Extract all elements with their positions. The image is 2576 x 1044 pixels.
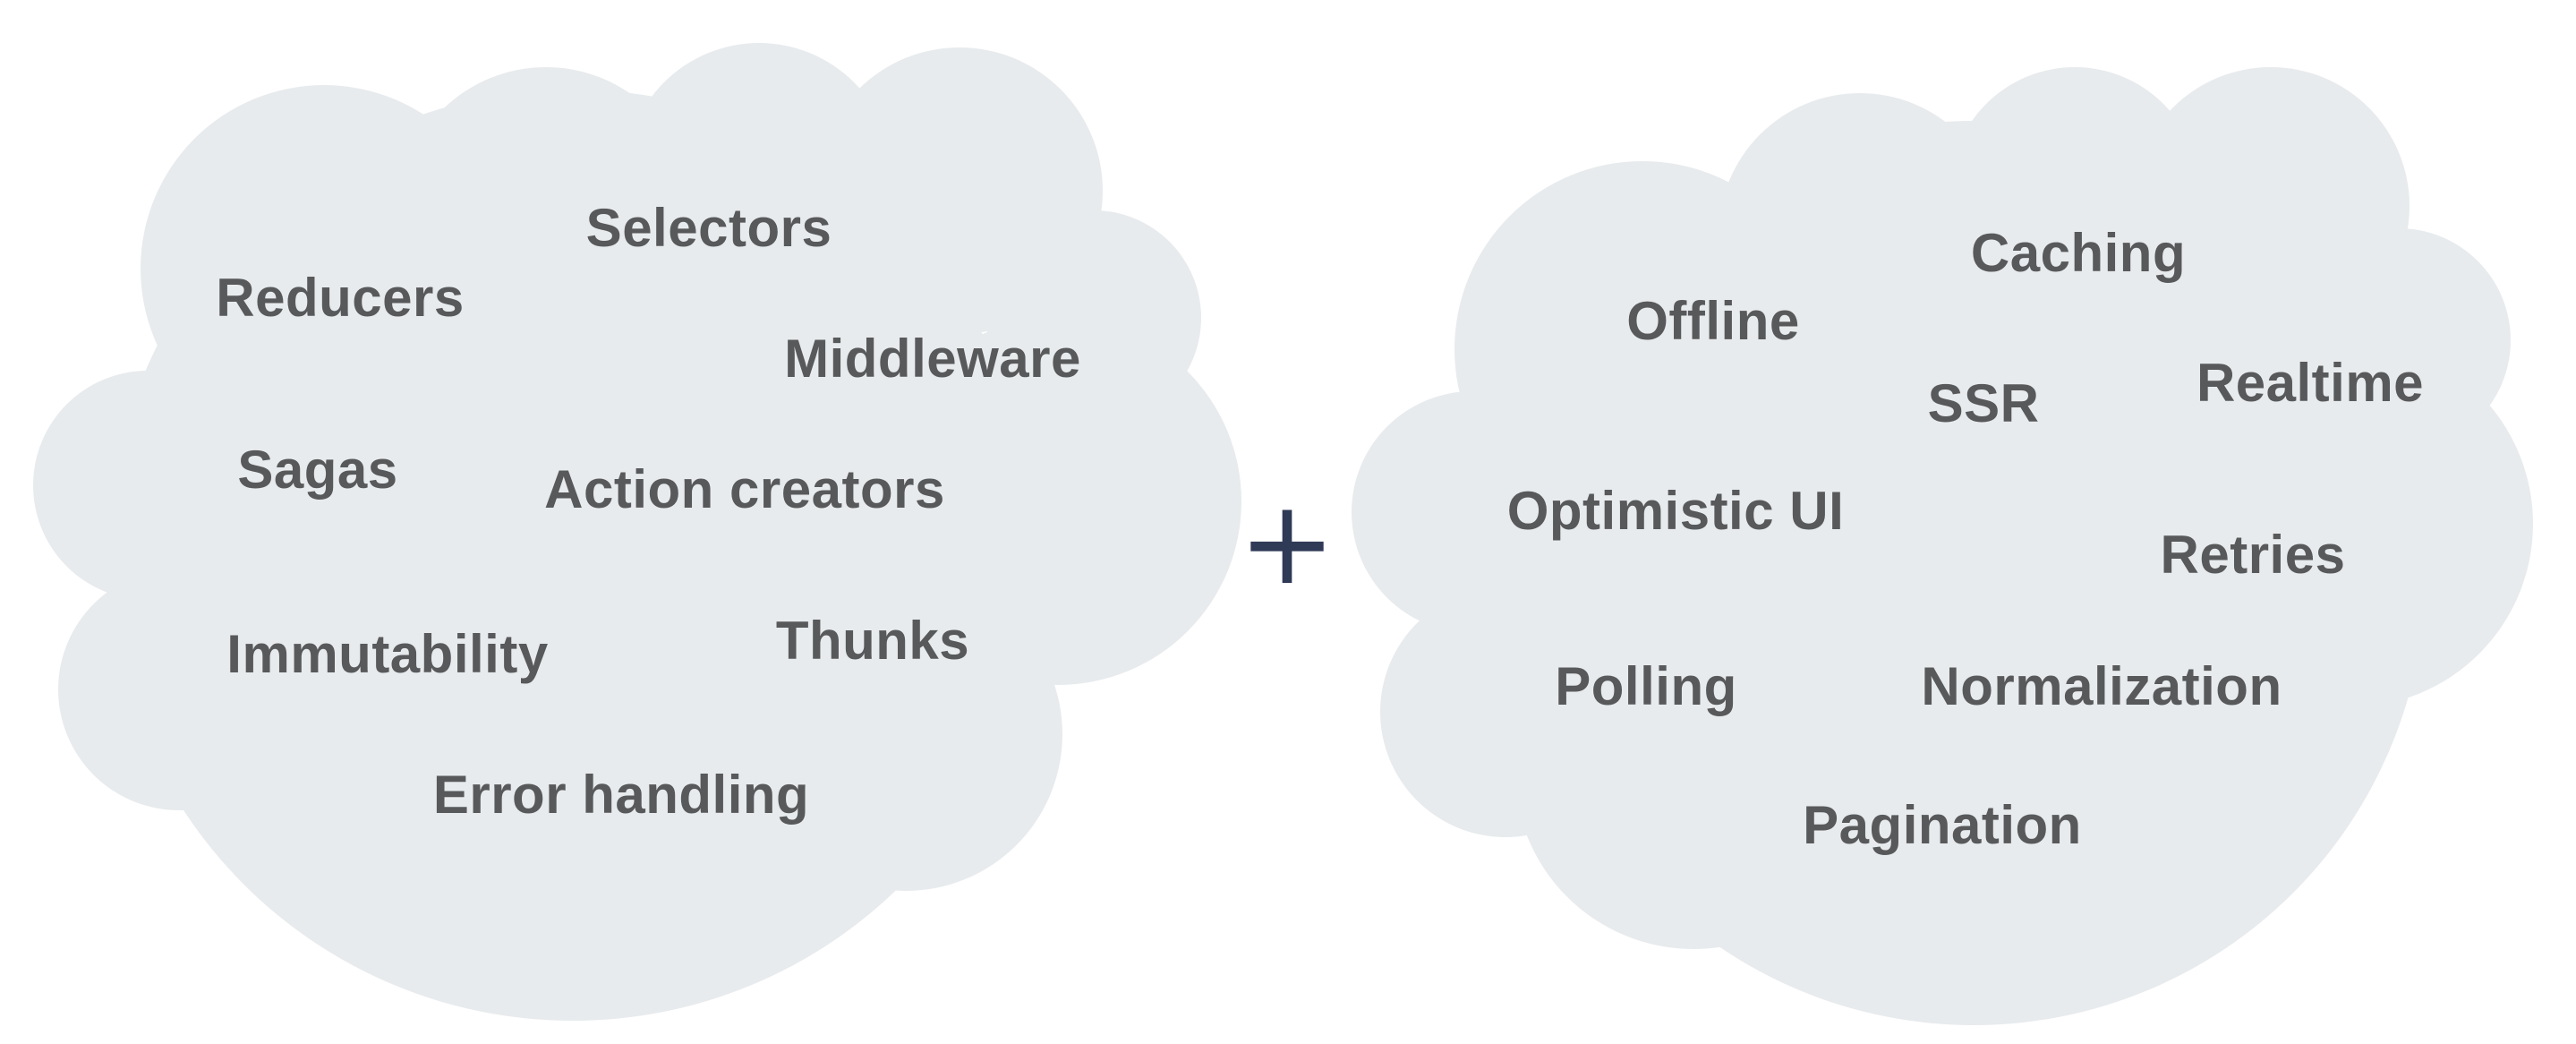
plus-operator: + — [1238, 475, 1336, 611]
right-term-realtime: Realtime — [2196, 353, 2425, 413]
left-term-error-handling: Error handling — [432, 765, 810, 825]
right-cloud-shape — [1352, 67, 2533, 1025]
left-term-thunks: Thunks — [775, 611, 970, 671]
left-cloud-shape — [33, 43, 1241, 1021]
right-term-pagination: Pagination — [1803, 795, 2082, 855]
left-term-immutability: Immutability — [226, 624, 549, 684]
right-term-ssr: SSR — [1927, 373, 2040, 433]
left-term-middleware: Middleware — [784, 329, 1081, 389]
right-term-offline: Offline — [1626, 291, 1800, 351]
right-term-polling: Polling — [1555, 656, 1737, 716]
right-term-optimistic-ui: Optimistic UI — [1506, 481, 1845, 541]
left-term-selectors: Selectors — [585, 198, 832, 258]
left-term-sagas: Sagas — [237, 440, 398, 500]
left-term-reducers: Reducers — [216, 268, 465, 328]
right-term-retries: Retries — [2160, 525, 2346, 585]
right-term-normalization: Normalization — [1921, 656, 2282, 716]
left-term-action-creators: Action creators — [544, 459, 945, 519]
right-term-caching: Caching — [1970, 223, 2187, 283]
